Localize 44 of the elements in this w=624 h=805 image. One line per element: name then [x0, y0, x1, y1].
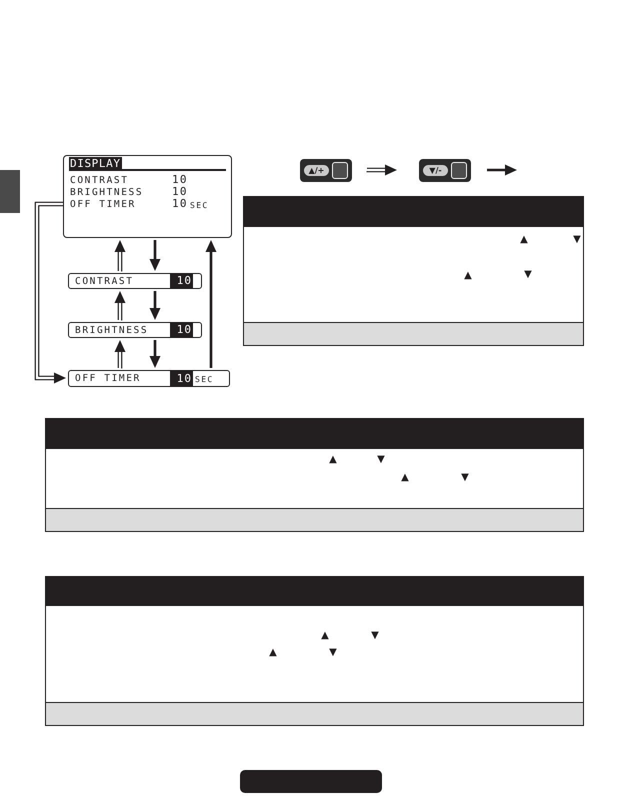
- selected-value: 10: [170, 274, 193, 288]
- menu-item: BRIGHTNESS: [75, 325, 148, 336]
- double-line-arrow: [114, 240, 126, 272]
- selected-value: 10: [170, 323, 193, 337]
- setting-value: 10: [172, 174, 188, 185]
- arrow-glyph: ▲: [401, 473, 409, 483]
- key-label: ▼/-: [423, 165, 448, 176]
- arrow-glyph: ▼: [573, 235, 581, 245]
- menu-item: BRIGHTNESS: [70, 187, 144, 198]
- arrow-glyph: ▼: [329, 648, 337, 658]
- menu-title: DISPLAY: [69, 157, 122, 170]
- arrow-glyph: ▲: [269, 648, 277, 658]
- arrow-glyph: ▲: [329, 455, 337, 465]
- lcd-screen: [63, 155, 232, 238]
- arrow-glyph: ▼: [371, 631, 379, 641]
- selected-value: 10: [170, 371, 193, 386]
- menu-item: CONTRAST: [70, 175, 129, 186]
- setting-value: 10: [172, 186, 188, 197]
- info-panel: [243, 196, 584, 346]
- menu-item: OFF TIMER: [70, 199, 136, 210]
- arrow-glyph: ▲: [520, 235, 528, 245]
- arrow: [150, 291, 160, 320]
- double-line-arrow: [114, 340, 126, 369]
- arrow-glyph: ▼: [377, 455, 385, 465]
- setting-value: 10: [172, 198, 188, 209]
- menu-item: OFF TIMER: [75, 373, 141, 384]
- arrow-glyph: ▲: [464, 271, 472, 281]
- setting-row: [68, 322, 202, 338]
- setting-row: [68, 370, 230, 387]
- unit-label: SEC: [190, 201, 209, 210]
- unit-label: SEC: [195, 375, 214, 384]
- menu-item: CONTRAST: [75, 276, 134, 287]
- key-label: ▲/+: [304, 165, 329, 176]
- arrow: [150, 240, 160, 271]
- info-panel: [45, 418, 584, 532]
- arrow: [150, 340, 160, 368]
- info-panel: [45, 576, 584, 726]
- arrow-glyph: ▲: [321, 631, 329, 641]
- arrow-glyph: ▼: [524, 270, 532, 280]
- arrow: [206, 240, 216, 368]
- arrow-glyph: ▼: [461, 473, 469, 483]
- double-line-arrow: [114, 291, 126, 321]
- setting-row: [68, 273, 202, 289]
- double-line-arrow: [34, 202, 66, 384]
